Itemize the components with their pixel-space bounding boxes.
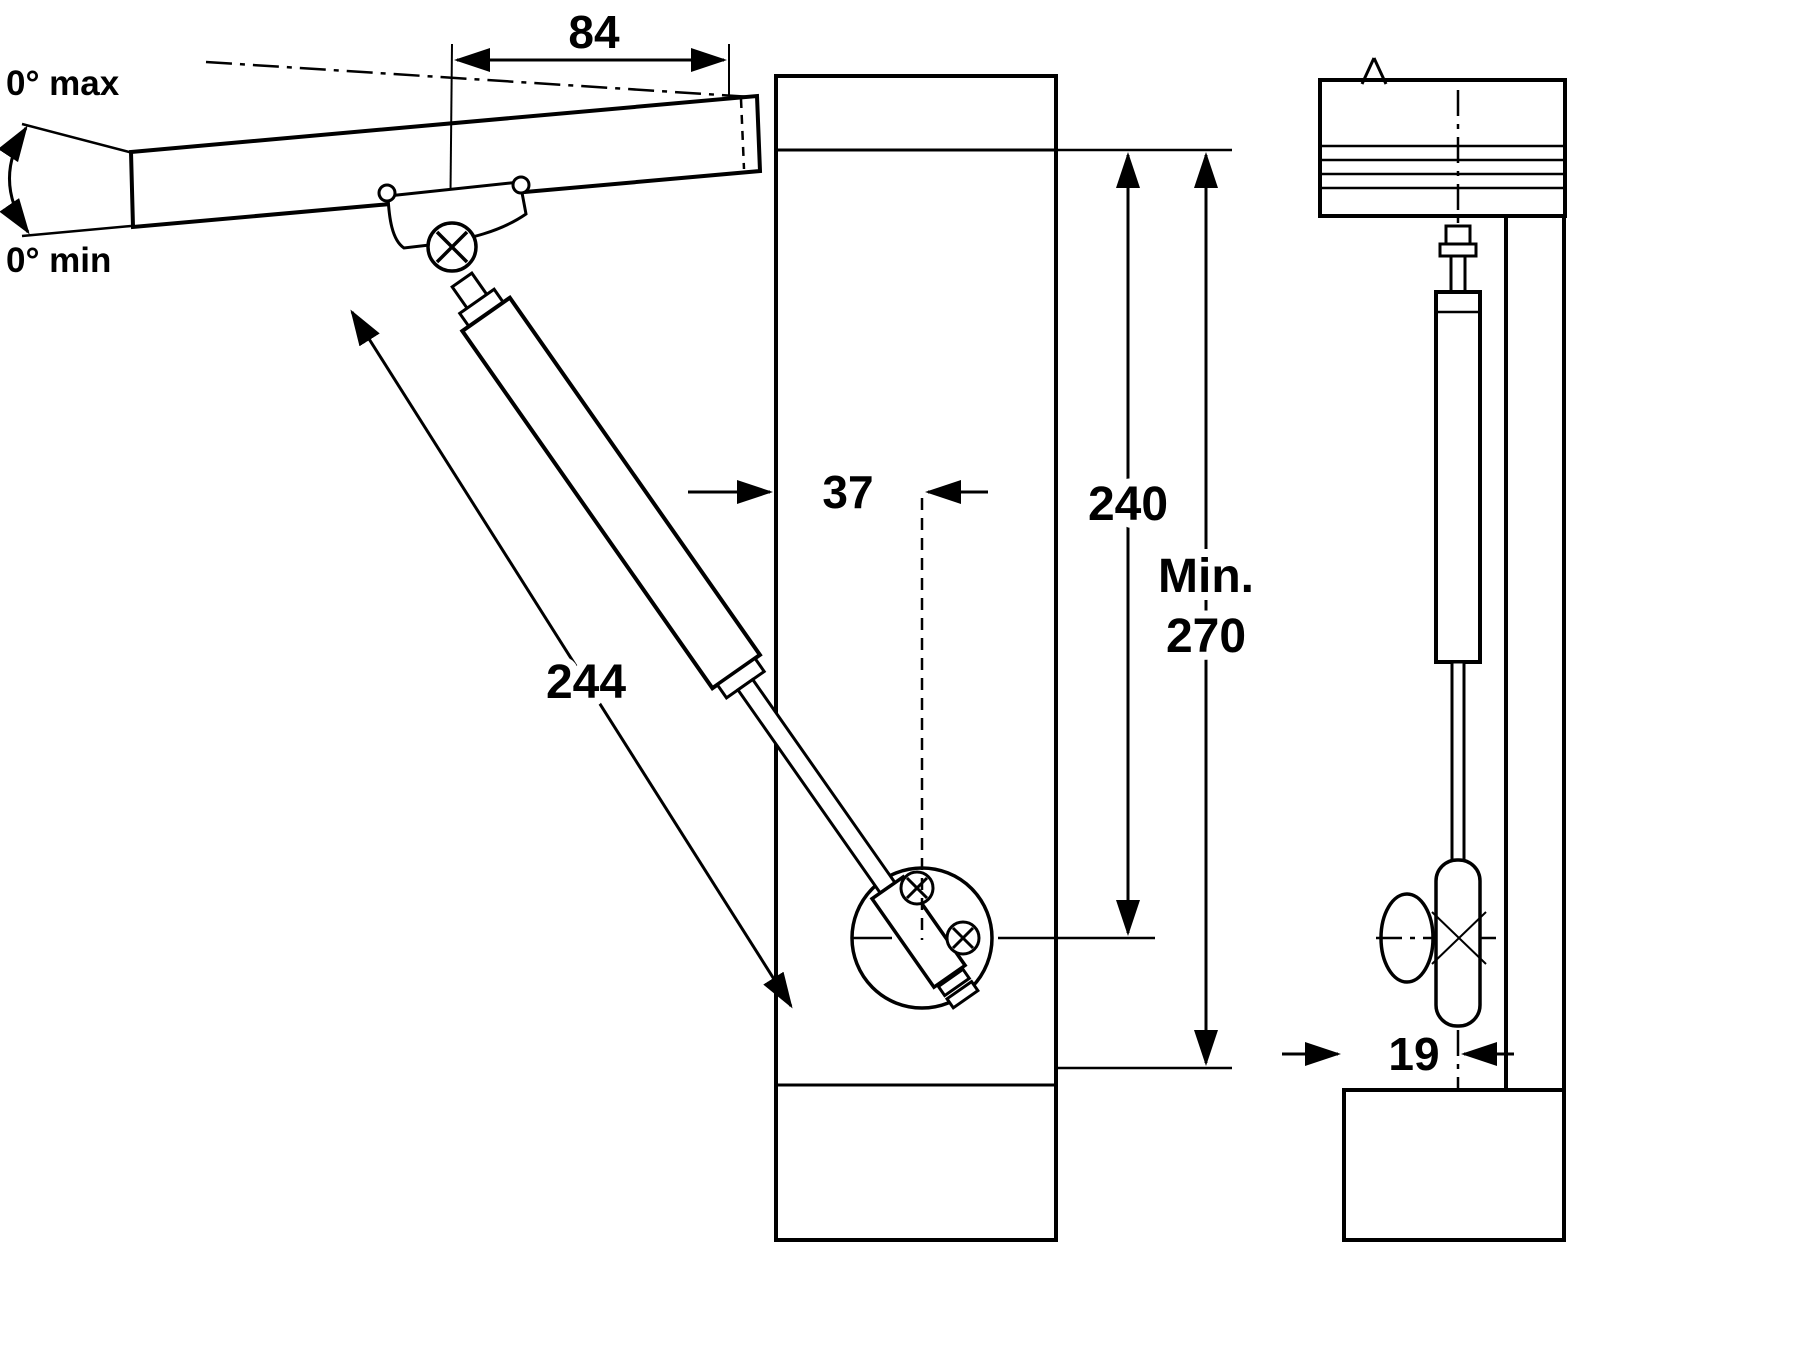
bracket-screw-cross-2	[435, 230, 469, 264]
side-view: 19	[1282, 57, 1567, 1242]
dim-84-label: 84	[568, 6, 620, 58]
side-gas-strut	[1431, 224, 1487, 1028]
angle-min-label: 0° min	[6, 241, 111, 280]
side-joint-cross-2	[1431, 911, 1487, 965]
side-cabinet-base	[1342, 1088, 1566, 1242]
side-cabinet-panel	[1504, 214, 1566, 1092]
strut-piston-rod	[735, 677, 898, 896]
plate-screw-right-cross-2	[951, 926, 975, 950]
angle-extension-top	[21, 122, 134, 155]
angle-extension-bottom	[21, 224, 132, 238]
slab-break-mark-2	[1372, 57, 1388, 85]
dim-244-line	[350, 309, 793, 1009]
side-strut-cylinder	[1434, 290, 1482, 664]
strut-tip-ridge-1	[936, 967, 972, 998]
bracket-hook-left	[377, 183, 397, 203]
cabinet-side-panel	[774, 74, 1058, 1242]
gas-strut	[450, 271, 980, 1010]
side-screw-flange	[1438, 242, 1478, 258]
side-screw-head	[1444, 224, 1472, 246]
strut-socket-sleeve	[869, 874, 968, 990]
dim-240-label: 240	[1088, 478, 1168, 531]
dim-244-label: 244	[546, 656, 626, 709]
side-lid-slab	[1318, 78, 1567, 218]
side-piston-rod	[1450, 660, 1466, 864]
lid-end-break-line	[739, 98, 746, 170]
side-socket-capsule	[1434, 858, 1482, 1028]
plate-screws	[899, 870, 981, 956]
lid-bracket	[377, 175, 531, 273]
side-strut-neck	[1449, 254, 1467, 294]
angle-sweep-arc	[0, 125, 30, 235]
side-socket-knob	[1379, 892, 1435, 984]
dim-min-label: Min.	[1158, 550, 1254, 603]
front-view: 0° max 0° min 84	[0, 0, 1262, 1242]
slab-break-mark-1	[1360, 57, 1376, 85]
angle-max-label: 0° max	[6, 64, 120, 103]
plate-screw-top-cross-2	[905, 876, 929, 900]
dim-37-label: 37	[822, 466, 873, 518]
bracket-hook-right	[511, 175, 531, 195]
lid-flap	[128, 93, 763, 230]
lid-max-position-line	[205, 60, 753, 99]
strut-tip-ridge-2	[944, 979, 980, 1010]
dim-270-label: 270	[1166, 610, 1246, 663]
dim-19-label: 19	[1388, 1028, 1439, 1080]
